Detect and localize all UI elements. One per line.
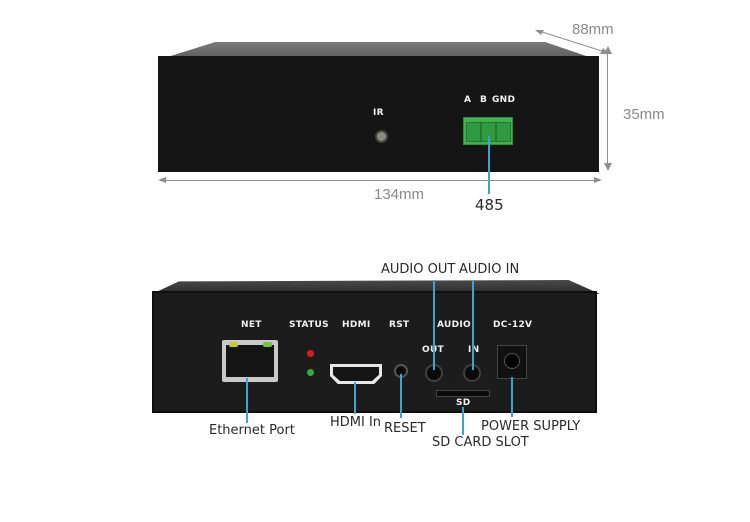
net-led-yellow-icon bbox=[229, 342, 238, 347]
gnd-label: GND bbox=[492, 95, 516, 105]
reset-callout: RESET bbox=[384, 421, 426, 436]
status-label: STATUS bbox=[289, 320, 329, 330]
sd-label: SD bbox=[456, 398, 471, 408]
rst-label: RST bbox=[389, 320, 410, 330]
rs485-terminal-block-icon bbox=[463, 117, 513, 145]
reset-callout-line bbox=[400, 374, 402, 418]
audio-label: AUDIO bbox=[437, 320, 471, 330]
arrow-right-icon bbox=[594, 177, 602, 183]
height-dimension-line bbox=[607, 50, 608, 165]
terminal-pin-gnd bbox=[496, 122, 511, 142]
height-dimension: 35mm bbox=[623, 106, 665, 123]
hdmi-in-callout: HDMI In bbox=[330, 415, 382, 430]
rs485-callout-line bbox=[488, 136, 490, 194]
net-led-green-icon bbox=[263, 342, 272, 347]
width-dimension: 134mm bbox=[374, 186, 425, 203]
rs485-callout: 485 bbox=[475, 196, 504, 214]
audio-in-callout: AUDIO IN bbox=[459, 262, 520, 277]
sd-card-slot-icon bbox=[436, 390, 490, 397]
sd-card-callout: SD CARD SLOT bbox=[432, 435, 529, 450]
hdmi-label: HDMI bbox=[342, 320, 371, 330]
ethernet-callout-line bbox=[246, 378, 248, 423]
ir-receiver-icon bbox=[375, 130, 388, 143]
audio-out-label: OUT bbox=[422, 345, 444, 355]
status-led-red-icon bbox=[307, 350, 314, 357]
arrow-up-icon bbox=[604, 46, 612, 54]
b-label: B bbox=[480, 95, 488, 105]
top-device-lid bbox=[158, 42, 598, 60]
dc-power-socket bbox=[504, 353, 520, 369]
arrow-down-icon bbox=[604, 163, 612, 171]
top-device-front-panel bbox=[158, 56, 599, 172]
arrow-left-icon bbox=[158, 177, 166, 183]
audio-out-callout-line bbox=[433, 280, 435, 370]
hdmi-port-socket bbox=[333, 367, 379, 381]
depth-dimension-arrow-icon bbox=[535, 30, 609, 54]
ethernet-callout: Ethernet Port bbox=[209, 423, 295, 438]
ir-label: IR bbox=[373, 108, 384, 118]
bottom-device-lid bbox=[152, 280, 600, 294]
audio-in-callout-line bbox=[472, 280, 474, 370]
dc-12v-label: DC-12V bbox=[493, 320, 533, 330]
power-supply-callout: POWER SUPPLY bbox=[481, 419, 581, 434]
sd-callout-line bbox=[462, 407, 464, 435]
status-led-green-icon bbox=[307, 369, 314, 376]
hdmi-callout-line bbox=[354, 382, 356, 414]
width-dimension-line bbox=[160, 180, 600, 181]
a-label: A bbox=[464, 95, 472, 105]
terminal-pin-a bbox=[466, 122, 481, 142]
ethernet-port-socket bbox=[226, 345, 274, 377]
power-callout-line bbox=[511, 377, 513, 417]
net-label: NET bbox=[241, 320, 262, 330]
audio-out-callout: AUDIO OUT bbox=[381, 262, 456, 277]
depth-dimension: 88mm bbox=[572, 21, 614, 38]
bottom-device-front-panel bbox=[152, 291, 597, 413]
